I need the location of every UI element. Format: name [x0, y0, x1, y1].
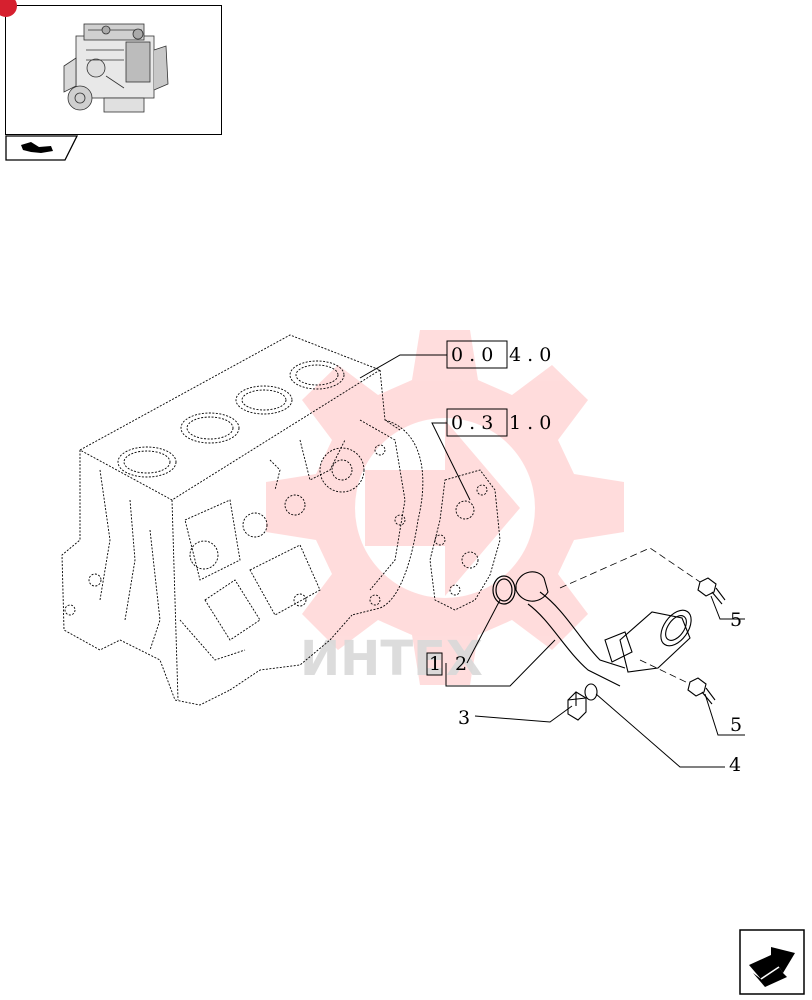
callout-2[interactable]: 2 [455, 653, 467, 675]
callout-1-box [426, 652, 443, 676]
ref-1-boxed[interactable]: 0 . 0 [451, 344, 493, 366]
ref-box-1 [446, 340, 508, 369]
ref-2-boxed[interactable]: 0 . 3 [451, 412, 493, 434]
next-page-arrow-icon[interactable] [739, 929, 805, 995]
bolt-lower [687, 677, 716, 705]
housing-cover [429, 469, 501, 611]
ref-2-rest[interactable]: 1 . 0 [509, 412, 551, 434]
gear-logo [266, 330, 624, 685]
callout-5-upper[interactable]: 5 [730, 609, 742, 631]
callout-5-lower[interactable]: 5 [730, 714, 742, 736]
engine-block [61, 334, 424, 706]
ref-1-rest[interactable]: 4 . 0 [509, 344, 551, 366]
page-turn-icon[interactable] [5, 135, 79, 161]
callout-1[interactable]: 1 [429, 653, 441, 675]
callout-3[interactable]: 3 [458, 707, 470, 729]
seal-washer [584, 683, 598, 701]
water-pipe [515, 571, 692, 687]
watermark-text: ИНТЕХ [300, 631, 483, 687]
thumbnail-badge [0, 0, 17, 17]
callout-4[interactable]: 4 [729, 754, 741, 776]
leader-lines [359, 354, 745, 768]
o-ring [492, 575, 516, 605]
plug [567, 691, 587, 721]
assembly-lines [559, 547, 701, 685]
engine-thumbnail [63, 23, 169, 113]
bolt-upper [697, 577, 726, 605]
engine-thumbnail-frame[interactable] [5, 5, 222, 135]
ref-box-2 [446, 408, 508, 437]
